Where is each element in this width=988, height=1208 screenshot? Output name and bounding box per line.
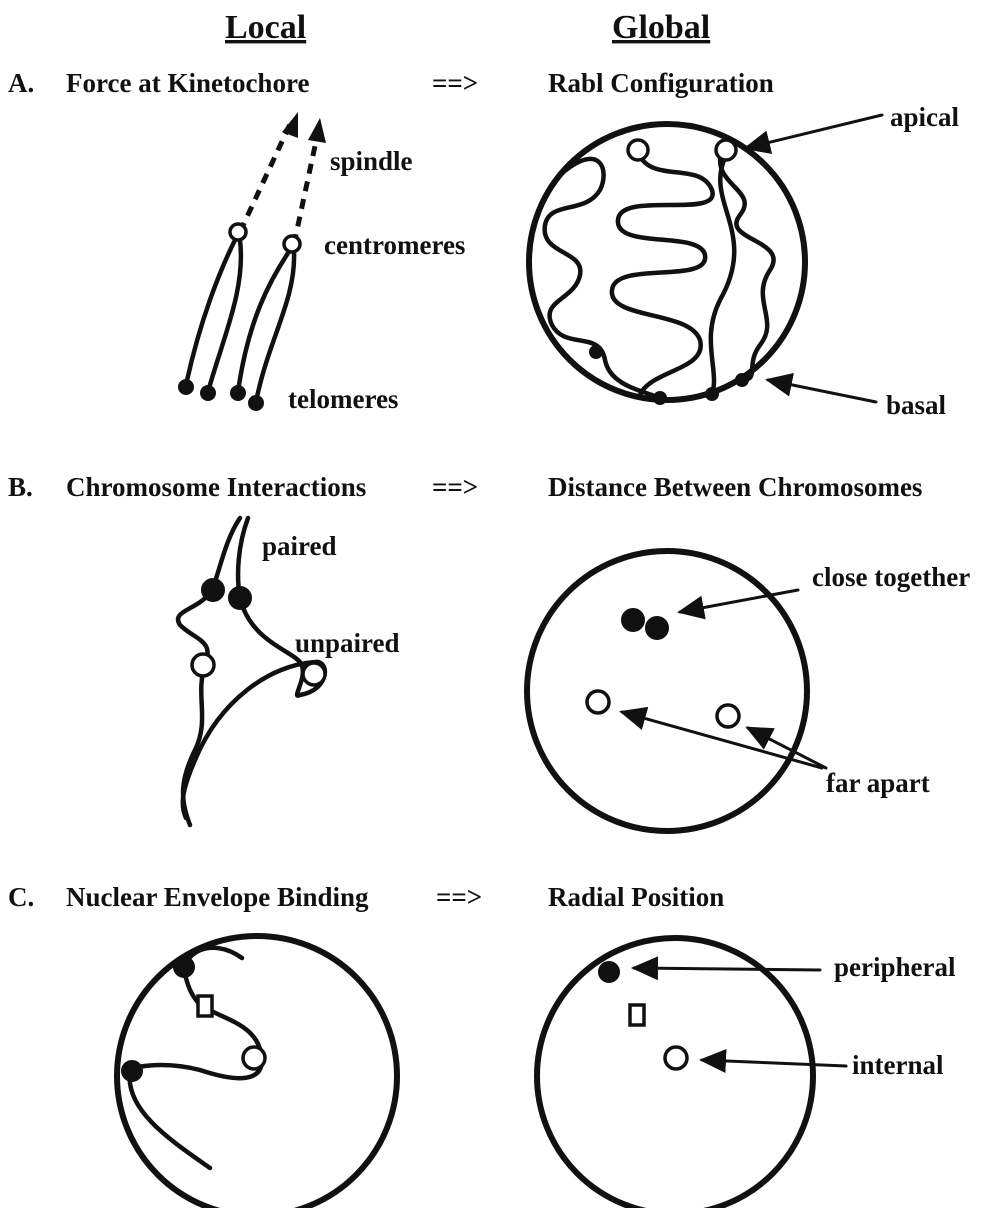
intermediate-locus [198,996,212,1016]
nucleus-radial [537,938,813,1208]
rabl-telomere-3 [706,388,718,400]
spindle-arrowhead-left [282,112,298,138]
section-b-global-drawing: close together far apart [527,551,970,831]
internal-locus-global [665,1047,687,1069]
header-global: Global [612,9,710,46]
label-far-apart: far apart [826,768,930,798]
label-peripheral: peripheral [834,952,956,982]
section-c-letter: C. [8,882,34,912]
header-local: Local [225,9,306,46]
label-apical: apical [890,102,960,132]
section-b-letter: B. [8,472,33,502]
section-a-local-drawing: spindle centromeres telomeres [179,112,465,414]
spindle-arrowhead-right [308,118,326,143]
arrow-internal [702,1060,846,1066]
unpaired-locus-left [192,654,214,676]
rabl-telomere-1 [590,346,602,358]
nucleus-distance [527,551,807,831]
label-close-together: close together [812,562,970,592]
arrow-apical [746,115,882,148]
far-locus-1 [587,691,609,713]
close-locus-2 [646,617,668,639]
section-c-global-title: Radial Position [548,882,724,912]
section-b-global-title: Distance Between Chromosomes [548,472,922,502]
rabl-chromosome-2 [612,152,713,395]
rabl-chromosome-3 [720,150,774,380]
telomere-4 [249,396,263,410]
far-locus-2 [717,705,739,727]
section-a-local-title: Force at Kinetochore [66,68,309,98]
rabl-telomere-4 [736,374,748,386]
arrow-basal [768,380,876,402]
telomere-1 [179,380,193,394]
label-basal: basal [886,390,947,420]
rabl-centromere-1 [628,140,648,160]
peripheral-locus [599,962,619,982]
section-c-local-title: Nuclear Envelope Binding [66,882,369,912]
internal-locus [243,1047,265,1069]
centromere-right [284,236,300,252]
section-a-arrow: ==> [432,68,478,98]
envelope-bound-locus-left [122,1061,142,1081]
label-centromeres: centromeres [324,230,465,260]
rabl-chromosome-1 [545,159,660,398]
label-spindle: spindle [330,146,413,176]
section-b-local-title: Chromosome Interactions [66,472,366,502]
intermediate-locus-global [630,1005,644,1025]
label-internal: internal [852,1050,944,1080]
envelope-bound-locus-top [174,957,194,977]
telomere-2 [201,386,215,400]
section-a-global-title: Rabl Configuration [548,68,774,98]
chromatid-1a [186,238,236,385]
spindle-fiber-right [294,132,318,244]
label-unpaired: unpaired [295,628,400,658]
rabl-chromosome-4 [711,152,734,395]
rabl-centromere-2 [716,140,736,160]
close-locus-1 [622,609,644,631]
section-a-letter: A. [8,68,34,98]
paired-locus-right [229,587,251,609]
section-b-local-drawing: paired unpaired [178,518,400,825]
section-c-global-drawing: peripheral internal [537,938,956,1208]
arrow-peripheral [634,968,820,970]
paired-locus-left [202,579,224,601]
section-a-global-drawing: apical basal [529,102,960,420]
section-c-local-drawing [117,936,397,1208]
unpaired-locus-right [303,663,325,685]
spindle-fiber-left [240,120,292,232]
rabl-telomere-2 [654,392,666,404]
centromere-left [230,224,246,240]
telomere-3 [231,386,245,400]
label-telomeres: telomeres [288,384,398,414]
label-paired: paired [262,531,337,561]
section-b-arrow: ==> [432,472,478,502]
section-c-arrow: ==> [436,882,482,912]
